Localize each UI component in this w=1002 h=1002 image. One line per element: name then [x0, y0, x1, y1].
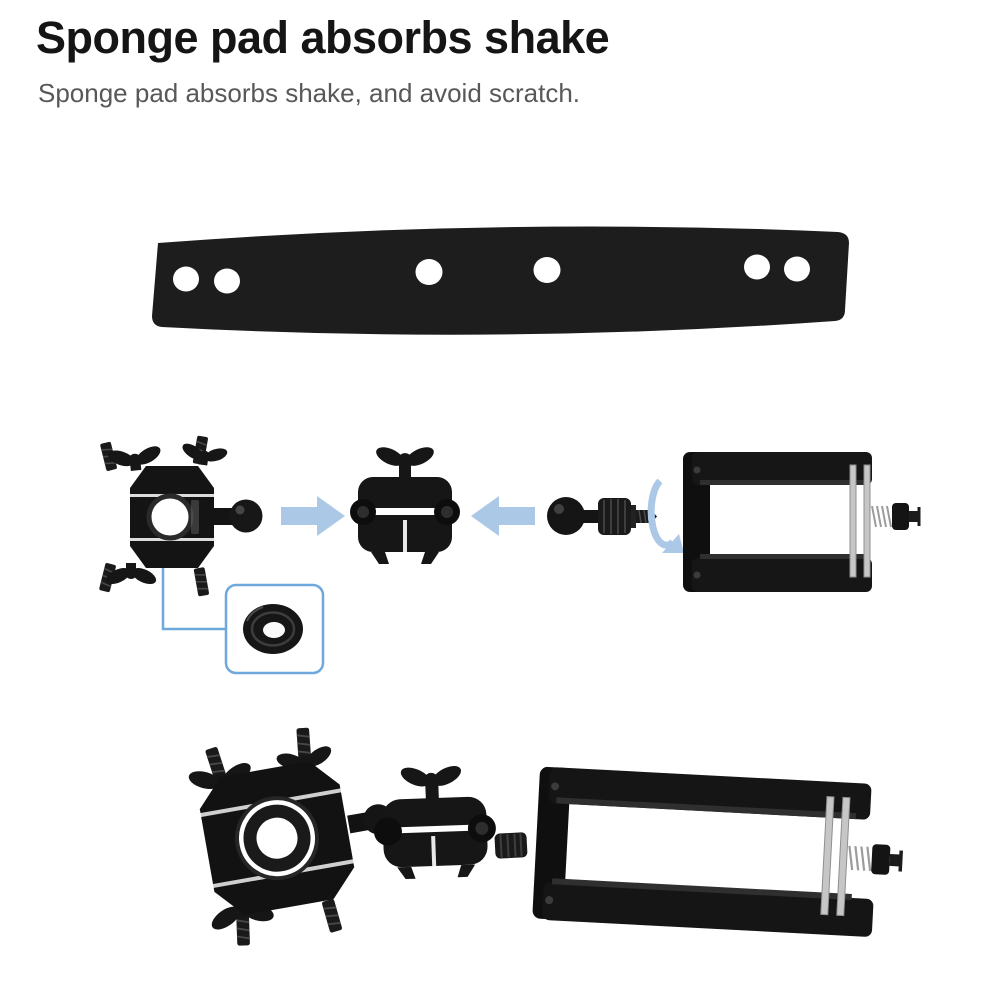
- sponge-pad-strip: [152, 226, 849, 335]
- page-subtitle: Sponge pad absorbs shake, and avoid scra…: [38, 78, 581, 108]
- assembled-bike-clamp: [184, 726, 394, 947]
- phone-holder-part: [683, 452, 921, 592]
- rotate-arrow-icon: [647, 478, 684, 553]
- bike-clamp-part: [98, 434, 263, 598]
- assembled-ball-clamp: [373, 761, 496, 880]
- arrow-left-icon: [471, 496, 535, 536]
- assembled-knurled-screw: [494, 832, 528, 859]
- sponge-ring: [243, 604, 303, 654]
- assembled-mount: [184, 726, 903, 947]
- arrow-right-icon: [281, 496, 345, 536]
- sponge-ring-callout: [161, 528, 325, 675]
- assembled-phone-holder: [532, 766, 903, 937]
- ball-screw-adapter: [547, 497, 657, 535]
- page-title: Sponge pad absorbs shake: [36, 12, 610, 63]
- ball-clamp-part: [350, 443, 460, 564]
